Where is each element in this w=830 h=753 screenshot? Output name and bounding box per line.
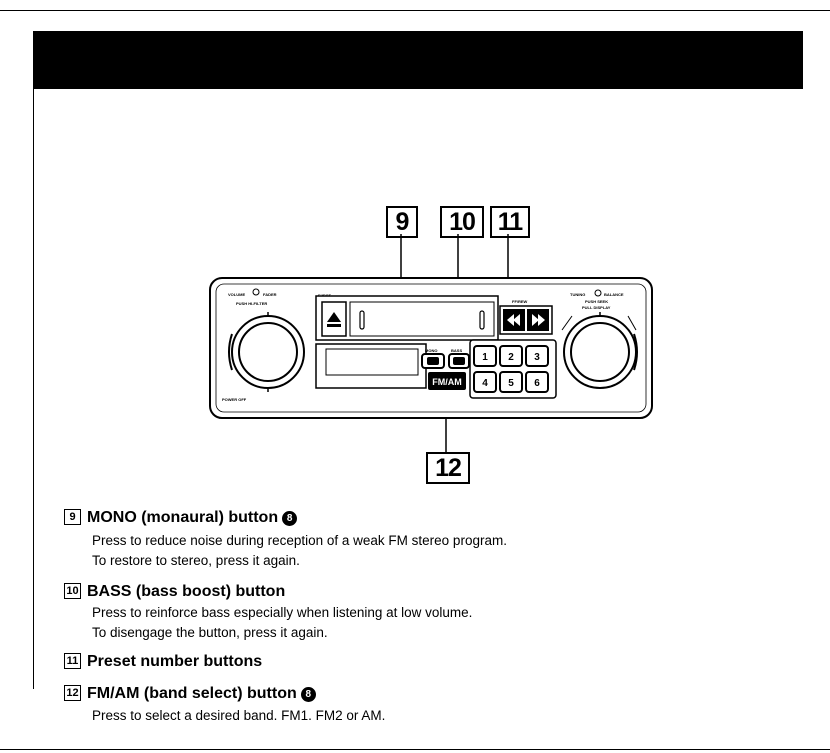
reference-badge: 8: [282, 511, 298, 526]
mono-label: MONO: [425, 348, 437, 353]
volume-fader-label-group: [252, 288, 260, 296]
callout-9: 9: [386, 206, 418, 238]
fmam-label: FM/AM: [432, 377, 462, 387]
preset-button-2[interactable]: [499, 345, 523, 367]
item-number-11: 11: [64, 653, 81, 669]
callout-12: 12: [426, 452, 470, 484]
item-bass: 10 BASS (bass boost) button: [64, 583, 285, 601]
item-number-9: 9: [64, 509, 81, 525]
item-desc-bass-1: Press to reinforce bass especially when …: [92, 605, 473, 620]
rewind-icon: [507, 314, 514, 326]
item-number-12: 12: [64, 685, 81, 701]
item-title-presets: Preset number buttons: [87, 653, 263, 670]
preset-button-1[interactable]: [473, 345, 497, 367]
top-rule: [0, 10, 830, 11]
preset-button-6[interactable]: [525, 371, 549, 393]
item-title-mono: MONO (monaural) button: [87, 509, 279, 526]
item-presets: 11 Preset number buttons: [64, 653, 262, 671]
preset-label-2: 2: [508, 352, 514, 363]
item-desc-mono-1: Press to reduce noise during reception o…: [92, 533, 507, 548]
preset-button-5[interactable]: [499, 371, 523, 393]
balance-label: BALANCE: [604, 292, 624, 297]
callout-10: 10: [440, 206, 484, 238]
preset-label-5: 5: [508, 378, 514, 389]
item-desc-bass-2: To disengage the button, press it again.: [92, 625, 328, 640]
callout-11: 11: [490, 206, 530, 238]
item-number-10: 10: [64, 583, 81, 599]
item-title-bass: BASS (bass boost) button: [87, 583, 286, 600]
preset-label-6: 6: [534, 378, 540, 389]
volume-knob[interactable]: [228, 312, 305, 392]
ff-rew-label: FF/REW: [512, 299, 528, 304]
fast-forward-icon: [538, 314, 545, 326]
item-title-fmam: FM/AM (band select) button: [87, 685, 297, 702]
item-desc-fmam-1: Press to select a desired band. FM1. FM2…: [92, 708, 386, 723]
power-off-label: POWER OFF: [222, 397, 247, 402]
preset-button-4[interactable]: [473, 371, 497, 393]
push-seek-label: PUSH SEEK: [585, 299, 608, 304]
fmam-button[interactable]: [428, 372, 466, 390]
eject-icon: [327, 312, 341, 322]
header-banner: [33, 31, 803, 89]
preset-label-4: 4: [482, 378, 488, 389]
bass-label: BASS: [451, 348, 462, 353]
preset-label-3: 3: [534, 352, 540, 363]
fader-label: FADER: [263, 292, 277, 297]
bottom-rule: [0, 749, 830, 750]
preset-label-1: 1: [482, 352, 488, 363]
pull-display-label: PULL DISPLAY: [582, 305, 611, 310]
tuning-knob[interactable]: [561, 312, 638, 389]
volume-label: VOLUME: [228, 292, 245, 297]
push-filter-label: PUSH HI-FILTER: [236, 301, 267, 306]
left-rule: [33, 89, 34, 689]
item-desc-mono-2: To restore to stereo, press it again.: [92, 553, 300, 568]
reference-badge: 8: [300, 687, 316, 702]
tuning-label: TUNING: [570, 292, 585, 297]
preset-button-3[interactable]: [525, 345, 549, 367]
